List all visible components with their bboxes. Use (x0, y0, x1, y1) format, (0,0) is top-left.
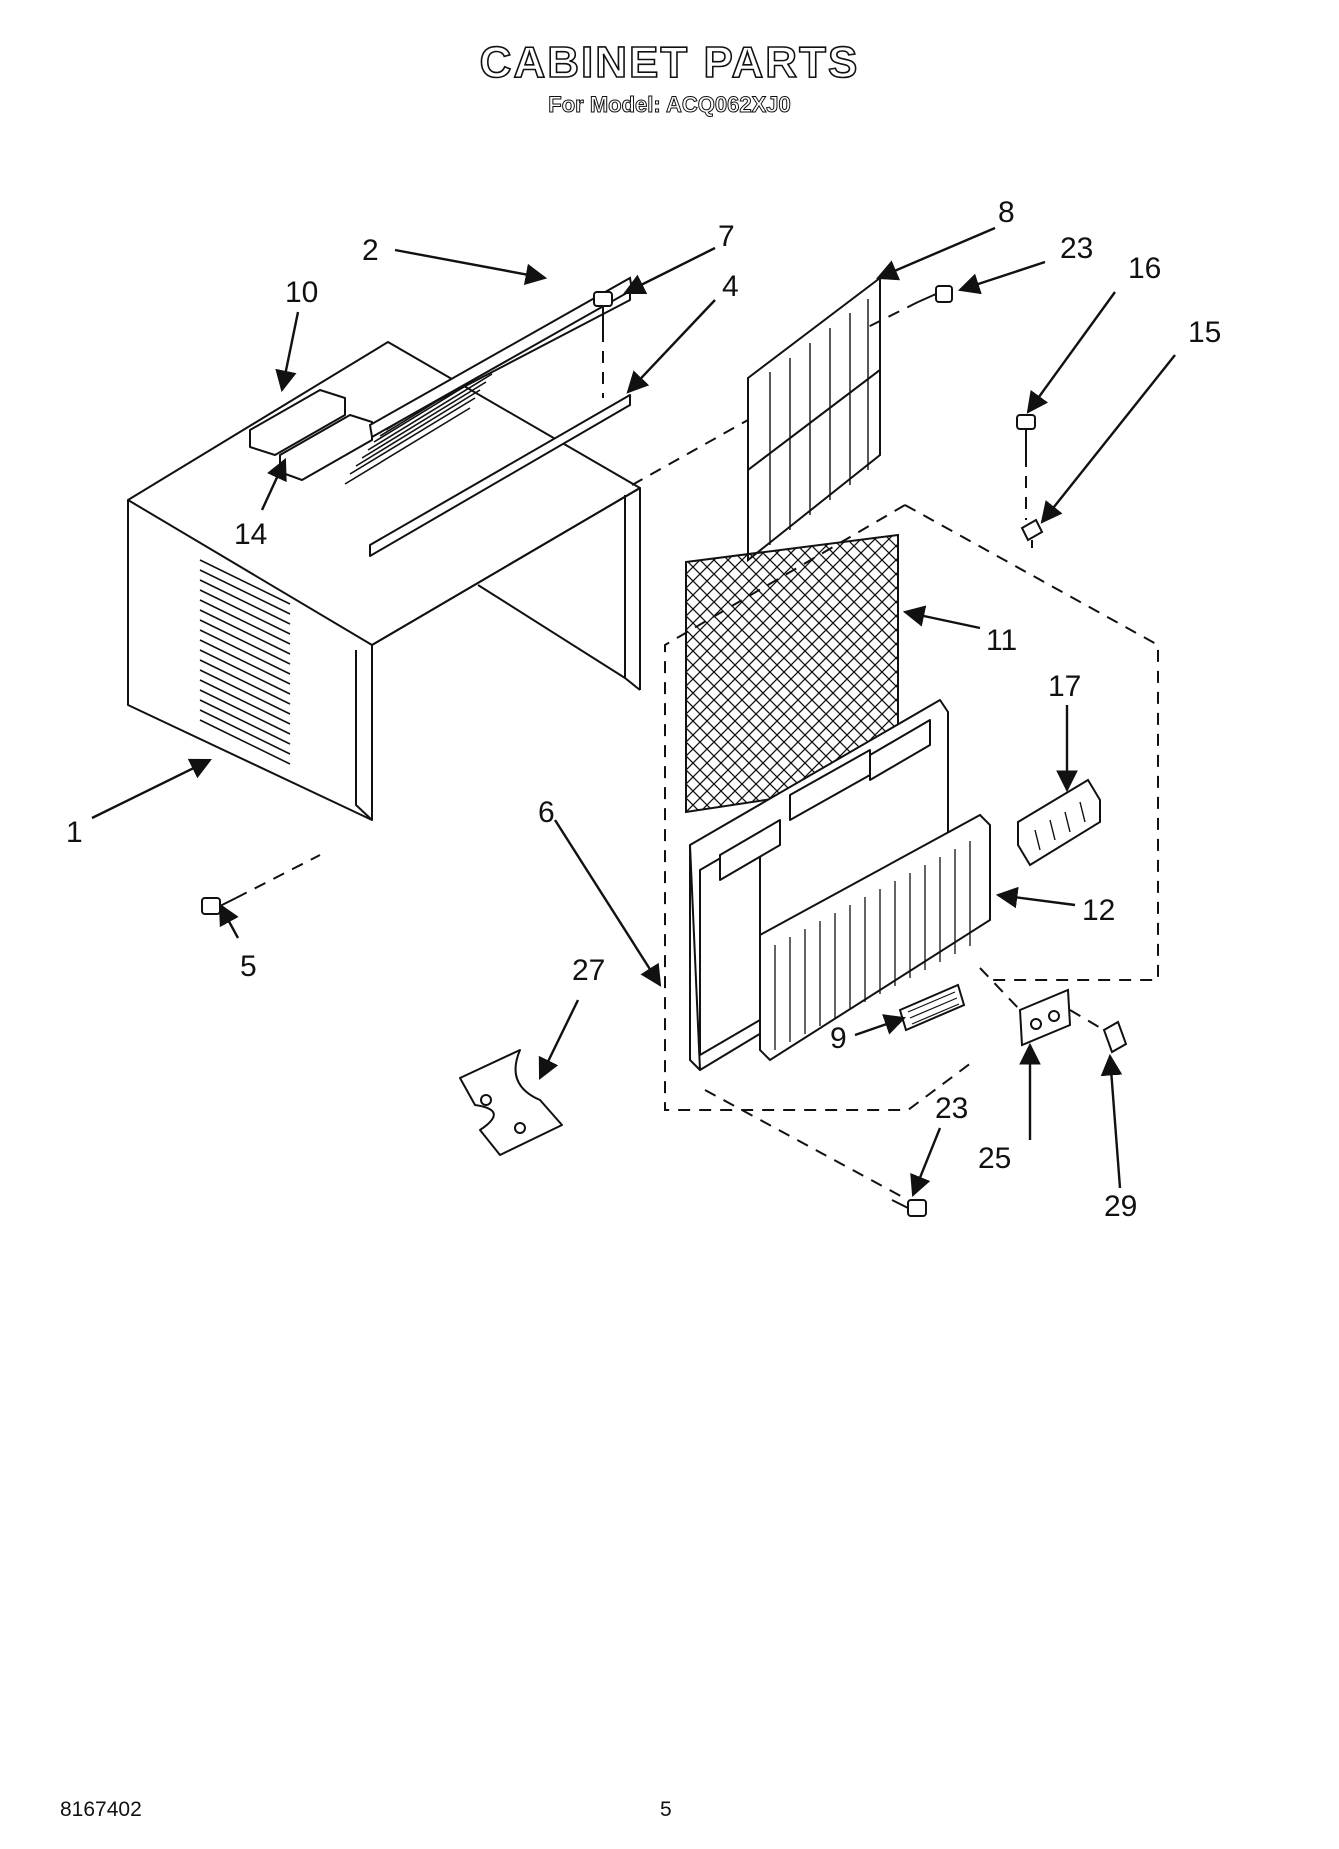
callout-6: 6 (538, 796, 555, 829)
callout-7: 7 (718, 220, 735, 253)
callout-9: 9 (830, 1022, 847, 1055)
clip-15 (1020, 518, 1044, 542)
screw-5 (201, 897, 237, 915)
callout-arrows (91, 226, 1176, 1198)
assembly-guide-lines (235, 301, 1159, 1201)
screw-16 (1016, 414, 1036, 455)
callout-5: 5 (240, 950, 257, 983)
callout-29: 29 (1104, 1190, 1137, 1223)
callout-12: 12 (1082, 894, 1115, 927)
screw-7 (593, 291, 613, 330)
page-title: CABINET PARTS (479, 37, 860, 88)
control-knob (1102, 1020, 1128, 1054)
air-louver (1017, 778, 1101, 867)
callout-4: 4 (722, 270, 739, 303)
document-number: 8167402 (60, 1798, 142, 1821)
callout-2: 2 (362, 234, 379, 267)
callout-10: 10 (285, 276, 318, 309)
page-subtitle: For Model: ACQ062XJ0 (548, 92, 791, 118)
callout-1: 1 (66, 816, 83, 849)
front-grille (759, 813, 991, 1062)
top-insulation-block (249, 389, 346, 456)
callout-15: 15 (1188, 316, 1221, 349)
page-number: 5 (660, 1798, 672, 1821)
cabinet-wrapper (127, 289, 641, 821)
callout-25: 25 (978, 1142, 1011, 1175)
callout-27: 27 (572, 954, 605, 987)
callout-8: 8 (998, 196, 1015, 229)
screw-23-top (917, 285, 953, 303)
control-bracket (1018, 988, 1072, 1047)
control-panel-insert (898, 983, 966, 1032)
callout-17: 17 (1048, 670, 1081, 703)
screw-23-bottom (891, 1199, 927, 1217)
callout-14: 14 (234, 518, 267, 551)
side-louvers (199, 559, 291, 765)
callout-16: 16 (1128, 252, 1161, 285)
callout-23-top: 23 (1060, 232, 1093, 265)
callout-11: 11 (986, 624, 1017, 657)
side-curtain-frame (747, 275, 881, 563)
callout-23-bottom: 23 (935, 1092, 968, 1125)
mounting-bracket (459, 1049, 563, 1156)
